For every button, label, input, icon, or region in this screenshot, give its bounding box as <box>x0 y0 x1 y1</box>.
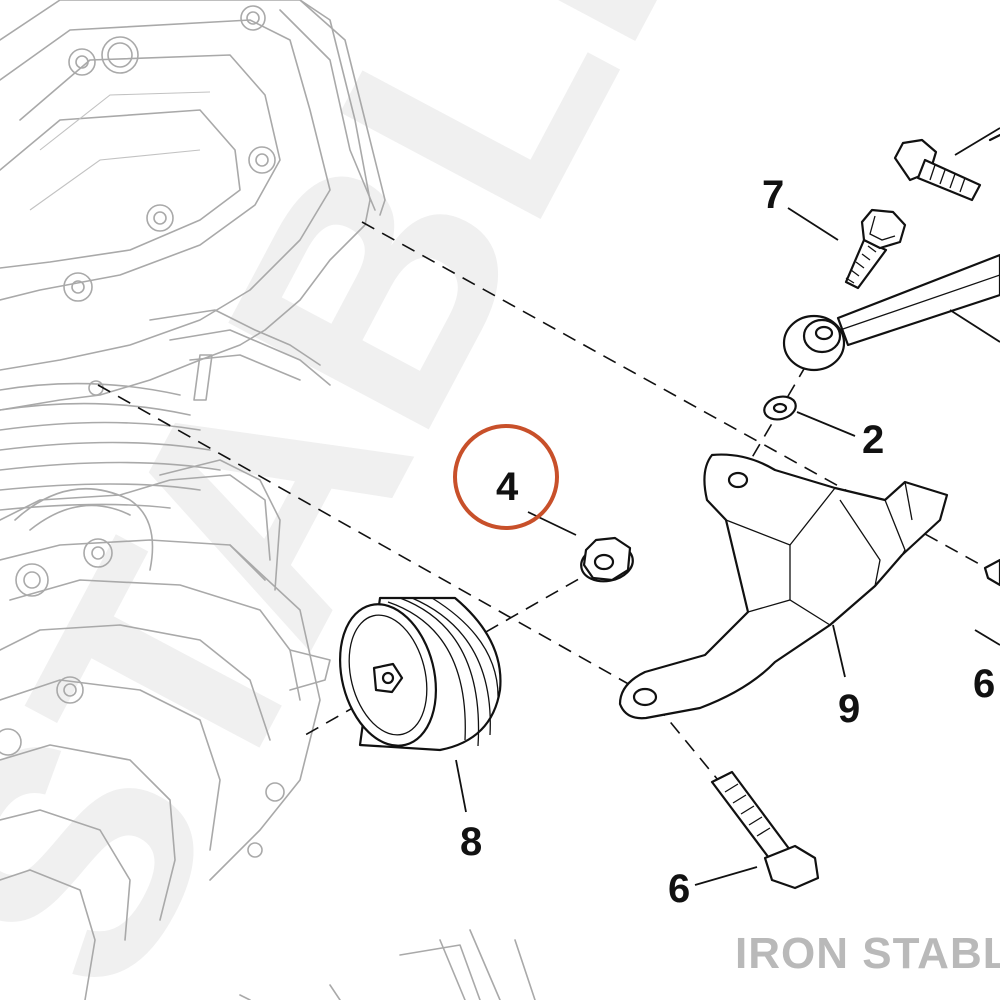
part-6-bolt-lower[interactable] <box>710 770 820 890</box>
callout-4: 4 <box>496 465 519 509</box>
callout-9: 9 <box>838 687 860 731</box>
callout-7: 7 <box>762 173 784 217</box>
rod-end-link[interactable] <box>782 133 1000 372</box>
callout-6-lower: 6 <box>668 867 690 911</box>
callouts: 7 2 4 9 8 6 6 <box>460 173 995 911</box>
part-4-nut[interactable] <box>578 536 635 585</box>
watermark: STABLE <box>0 0 790 1005</box>
callout-6-right: 6 <box>973 662 995 706</box>
leader-lines <box>455 127 1000 886</box>
watermark-text: STABLE <box>0 0 790 1005</box>
part-2-washer[interactable] <box>762 393 799 423</box>
callout-2: 2 <box>862 418 884 462</box>
part-8-mount[interactable] <box>326 594 502 756</box>
part-9-bracket[interactable] <box>618 453 949 720</box>
part-6-bolt-right[interactable] <box>983 558 1000 587</box>
engine-illustration <box>0 0 536 1001</box>
callout-8: 8 <box>460 820 482 864</box>
upper-right-bolt[interactable] <box>893 138 982 202</box>
part-7-bolt[interactable] <box>844 208 907 290</box>
brand-label: IRON STABLE <box>735 929 1000 978</box>
callout-4-highlight-ring <box>453 424 559 530</box>
